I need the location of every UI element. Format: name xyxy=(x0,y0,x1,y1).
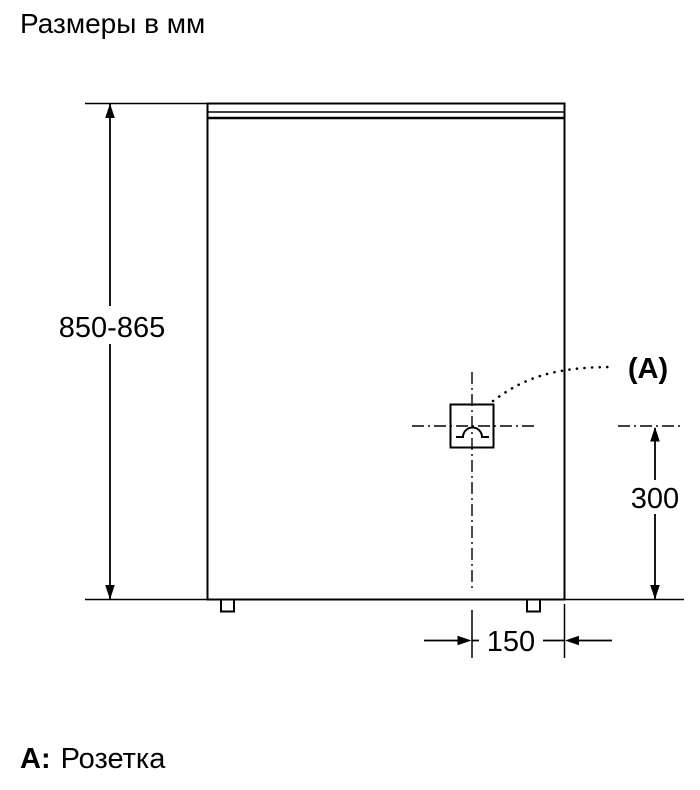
socket-offset-dimension-label: 150 xyxy=(487,626,535,658)
socket-height-arrow-up xyxy=(650,427,660,442)
offset-arrow-right-pointing xyxy=(457,635,472,646)
callout-label: (A) xyxy=(628,353,668,385)
appliance-outline xyxy=(206,102,566,613)
callout-leader-line xyxy=(491,365,614,403)
socket-height-dimension: 300 xyxy=(564,427,685,601)
socket-height-label-mask xyxy=(625,480,685,514)
height-label-mask xyxy=(44,306,181,344)
height-dimension: 850-865 xyxy=(44,102,207,601)
callout: (A) xyxy=(491,353,668,403)
appliance-body xyxy=(206,102,566,601)
socket-height-dimension-label: 300 xyxy=(631,483,679,515)
socket-height-arrow-down xyxy=(650,585,660,600)
socket-offset-dimension: 150 xyxy=(424,604,612,658)
height-arrow-up xyxy=(105,103,115,118)
page-title: Размеры в мм xyxy=(20,8,205,39)
socket-icon xyxy=(456,426,489,438)
offset-arrow-left-pointing xyxy=(565,635,579,646)
appliance-foot-right xyxy=(526,598,541,613)
offset-label-mask xyxy=(479,624,543,657)
appliance-foot-left xyxy=(220,598,235,613)
legend-key: A: xyxy=(20,743,51,775)
height-arrow-down xyxy=(105,585,115,600)
socket-symbol xyxy=(449,403,495,449)
legend: A: Розетка xyxy=(20,743,166,775)
socket-box xyxy=(449,403,495,449)
legend-value: Розетка xyxy=(61,743,167,775)
height-dimension-label: 850-865 xyxy=(59,312,165,344)
socket-centerlines xyxy=(412,372,682,592)
